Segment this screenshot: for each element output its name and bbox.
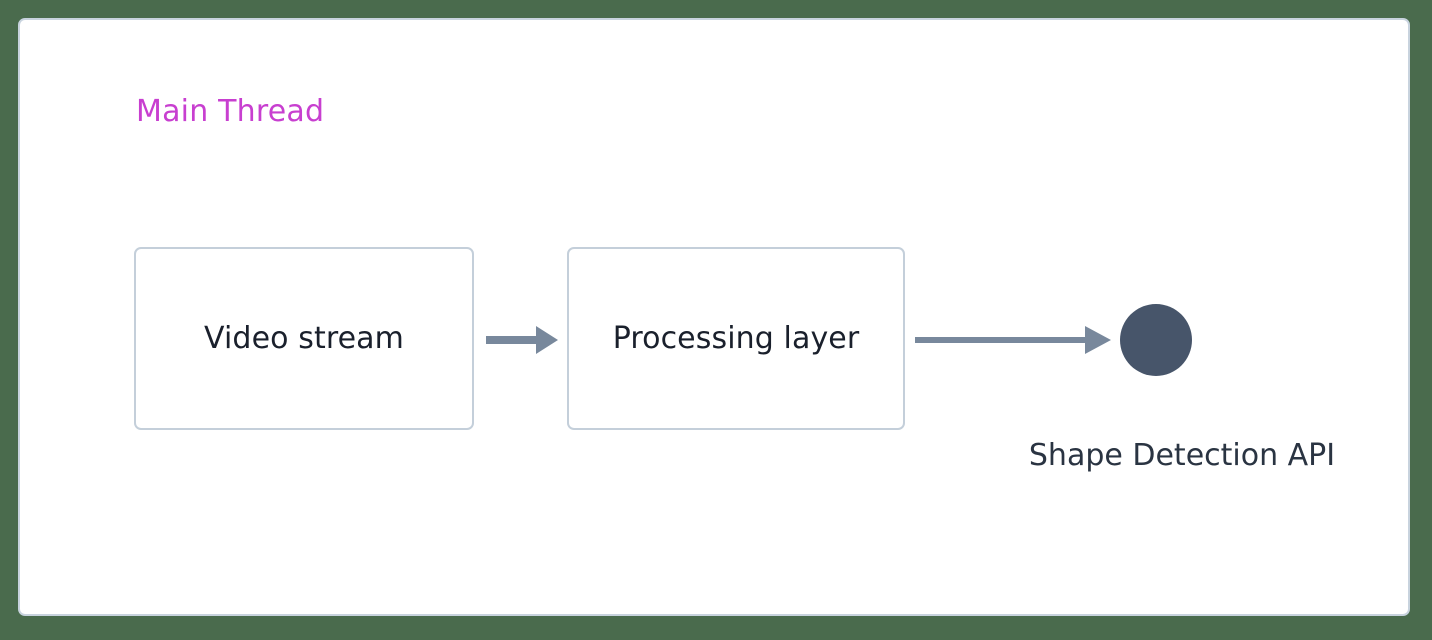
node-processing-layer[interactable]: Processing layer: [567, 247, 905, 430]
main-thread-panel: Main Thread Video stream Processing laye…: [18, 18, 1410, 616]
lane-title-main-thread: Main Thread: [136, 94, 325, 129]
node-shape-detection-api-circle[interactable]: [1120, 304, 1192, 376]
node-shape-detection-api-label: Shape Detection API: [1028, 438, 1336, 473]
arrow-right-icon-processing-to-api: [915, 326, 1111, 354]
node-video-stream[interactable]: Video stream: [134, 247, 474, 430]
node-processing-layer-label: Processing layer: [612, 320, 860, 356]
arrow-right-icon-video-to-processing: [486, 326, 558, 354]
node-video-stream-label: Video stream: [204, 320, 404, 356]
